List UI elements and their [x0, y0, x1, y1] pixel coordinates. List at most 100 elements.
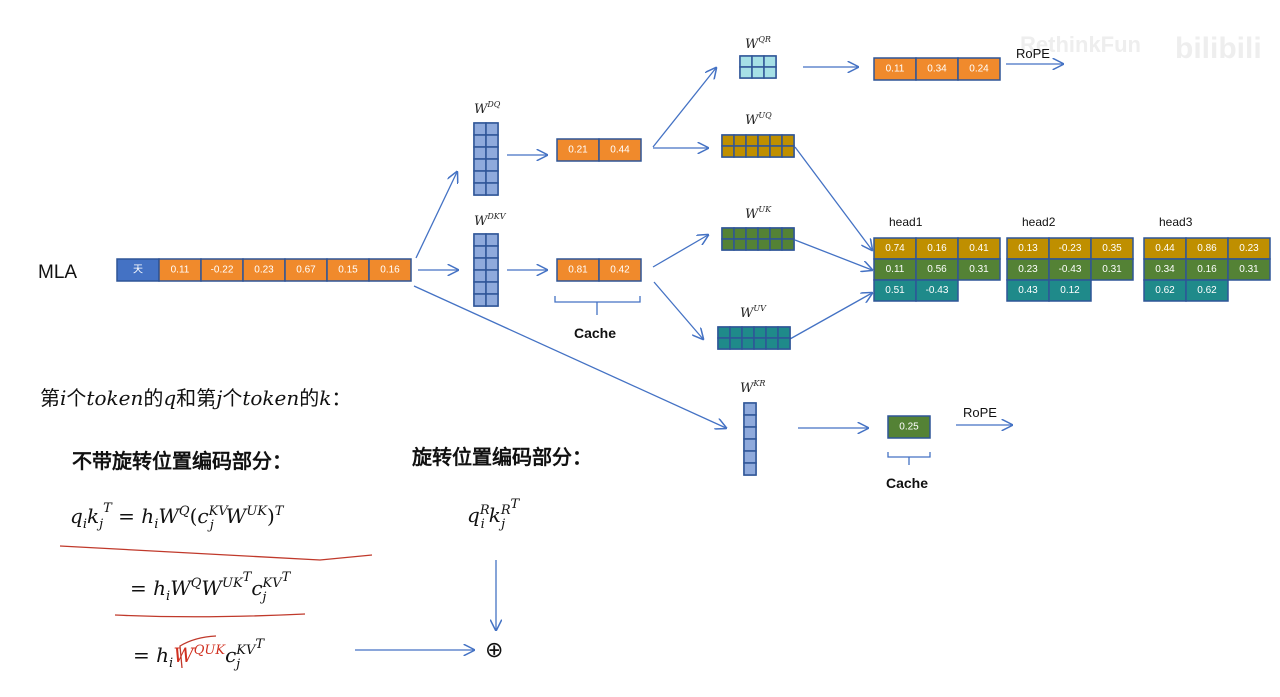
- arrow-ckv-to-wuv: [653, 281, 703, 339]
- label-wuv: WUV: [740, 304, 767, 321]
- matrix-cell: [485, 122, 499, 136]
- matrix-cell: [473, 170, 487, 184]
- value-cell: [1227, 258, 1271, 281]
- head-label: head3: [1159, 215, 1193, 229]
- matrix-cell: [473, 281, 487, 295]
- watermark-site-logo: bilibili: [1175, 32, 1262, 65]
- matrix-cell: [473, 233, 487, 247]
- value-cell-text: 0.56: [927, 264, 947, 275]
- value-cell: [598, 258, 642, 282]
- matrix-cell: [485, 182, 499, 196]
- value-cell-text: 0.44: [610, 145, 630, 156]
- matrix-cell: [739, 55, 753, 68]
- flow-arrows: [355, 64, 1063, 650]
- value-cell-text: 0.34: [927, 64, 947, 75]
- rope-label-k: RoPE: [963, 405, 997, 420]
- value-cell-text: -0.22: [211, 265, 234, 276]
- weight-matrices: [473, 55, 795, 476]
- matrix-wuv: [717, 326, 791, 350]
- matrix-cell: [769, 134, 783, 147]
- matrix-cell: [721, 238, 735, 251]
- label-wuk: WUK: [745, 205, 772, 222]
- value-cell: [915, 279, 959, 302]
- label-wuq: WUQ: [745, 111, 772, 128]
- value-cell-text: 0.44: [1155, 243, 1175, 254]
- mla-title: MLA: [38, 262, 77, 283]
- value-cell: [598, 138, 642, 162]
- kr-output-vector: 0.25: [887, 415, 931, 439]
- matrix-cell: [751, 55, 765, 68]
- value-cell-text: 0.35: [1102, 243, 1122, 254]
- value-cell: [887, 415, 931, 439]
- matrix-cell: [743, 402, 757, 416]
- matrix-cell: [733, 238, 747, 251]
- cache-bracket-kr: [887, 452, 931, 465]
- arrow-wuq-to-heads: [794, 146, 872, 250]
- value-cell-text: -0.23: [1059, 243, 1082, 254]
- matrix-cell: [745, 134, 759, 147]
- matrix-cell: [473, 122, 487, 136]
- cache-label-kr: Cache: [886, 475, 928, 491]
- matrix-cell: [485, 170, 499, 184]
- matrix-cell: [721, 227, 735, 240]
- matrix-cell: [485, 257, 499, 271]
- matrix-wqr: [739, 55, 777, 79]
- matrix-cell: [733, 134, 747, 147]
- matrix-cell: [473, 182, 487, 196]
- matrix-cell: [743, 426, 757, 440]
- matrix-cell: [769, 227, 783, 240]
- matrix-cell: [473, 158, 487, 172]
- matrix-cell: [745, 145, 759, 158]
- head-label: head2: [1022, 215, 1056, 229]
- value-cell-text: 0.34: [1155, 264, 1175, 275]
- matrix-cell: [473, 146, 487, 160]
- matrix-cell: [741, 337, 755, 350]
- matrix-cell: [745, 227, 759, 240]
- arrow-input-to-wkr: [413, 285, 726, 428]
- rope-heading: 旋转位置编码部分：: [411, 445, 592, 469]
- value-cell-text: 0.16: [927, 243, 947, 254]
- matrix-cell: [485, 281, 499, 295]
- matrix-cell: [485, 245, 499, 259]
- arrow-cq-to-wqr: [652, 68, 716, 148]
- matrix-cell: [781, 134, 795, 147]
- value-cell-text: 0.16: [380, 265, 400, 276]
- matrix-cell: [717, 337, 731, 350]
- value-cell-text: 0.42: [610, 265, 630, 276]
- matrix-cell: [473, 257, 487, 271]
- matrix-cell: [781, 145, 795, 158]
- value-cell-text: 0.43: [1018, 285, 1038, 296]
- matrix-cell: [751, 66, 765, 79]
- red-underline-2: [114, 613, 306, 618]
- matrix-cell: [757, 134, 771, 147]
- matrix-cell: [485, 293, 499, 307]
- matrix-cell: [765, 326, 779, 339]
- matrix-cell: [757, 238, 771, 251]
- head-label: head1: [889, 215, 923, 229]
- matrix-cell: [739, 66, 753, 79]
- arrow-input-to-wdq: [415, 172, 457, 259]
- value-cell-text: 0.62: [1197, 285, 1217, 296]
- matrix-cell: [753, 337, 767, 350]
- value-cell-text: 0.11: [886, 264, 905, 275]
- value-cell: [1185, 279, 1229, 302]
- matrix-cell: [721, 134, 735, 147]
- value-cell-text: 0.16: [1197, 264, 1217, 275]
- matrix-cell: [757, 145, 771, 158]
- matrix-cell: [763, 66, 777, 79]
- matrix-cell: [743, 414, 757, 428]
- value-cell-text: 0.31: [1239, 264, 1259, 275]
- matrix-cell: [741, 326, 755, 339]
- matrix-cell: [765, 337, 779, 350]
